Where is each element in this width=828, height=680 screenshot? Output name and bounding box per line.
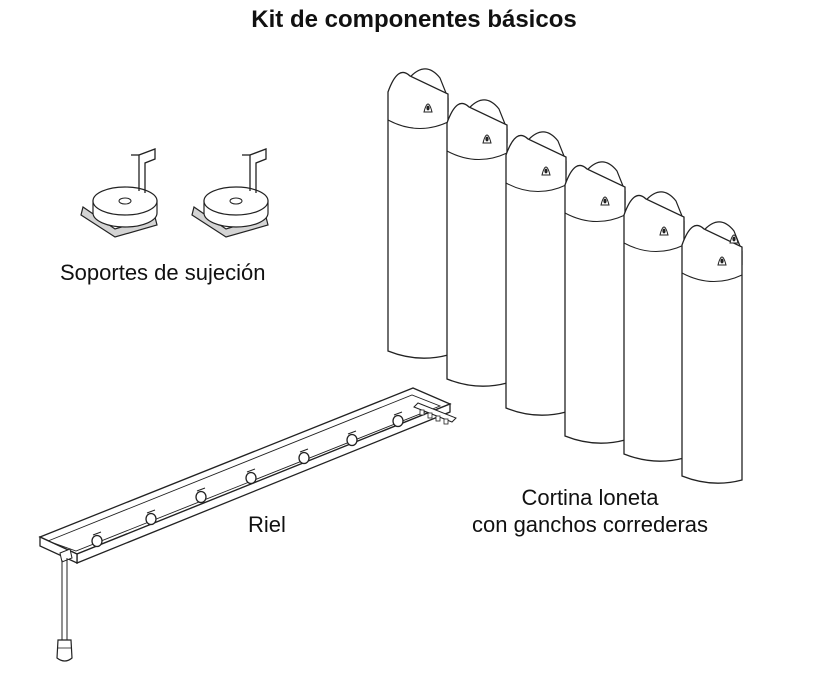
rail-runner-icon	[392, 411, 404, 428]
rail-runner-icon	[195, 487, 207, 504]
curtain-panels	[387, 68, 743, 484]
curtain-panel-icon	[446, 99, 508, 387]
rail-label: Riel	[248, 512, 286, 537]
curtain-panel-icon	[505, 131, 567, 416]
rail-runners	[91, 411, 404, 548]
curtain-panel-icon	[387, 68, 449, 359]
rail-end-mechanism	[413, 402, 457, 425]
curtain-panel-icon	[681, 221, 743, 484]
rail-runner-icon	[346, 430, 358, 447]
rail-runner-icon	[145, 509, 157, 526]
supports-label: Soportes de sujeción	[60, 260, 266, 285]
rail-runner-icon	[298, 448, 310, 465]
page-title: Kit de componentes básicos	[251, 6, 577, 33]
rail-front-face	[76, 403, 451, 564]
support-bracket-icon	[191, 148, 269, 238]
rail-runner-icon	[245, 468, 257, 485]
pull-cord-icon	[56, 548, 73, 662]
curtain-panel-icon	[623, 191, 685, 462]
curtain-panel-icon	[564, 161, 626, 444]
rail-runner-icon	[91, 531, 103, 548]
support-bracket-icon	[80, 148, 158, 238]
rail-inner-face	[46, 394, 442, 552]
curtain-label-line1: Cortina loneta	[521, 485, 659, 510]
curtain-label-line2: con ganchos correderas	[471, 512, 709, 537]
support-brackets	[80, 148, 269, 238]
rail	[38, 387, 457, 662]
curtain-label: Cortina loneta con ganchos correderas	[440, 484, 740, 538]
